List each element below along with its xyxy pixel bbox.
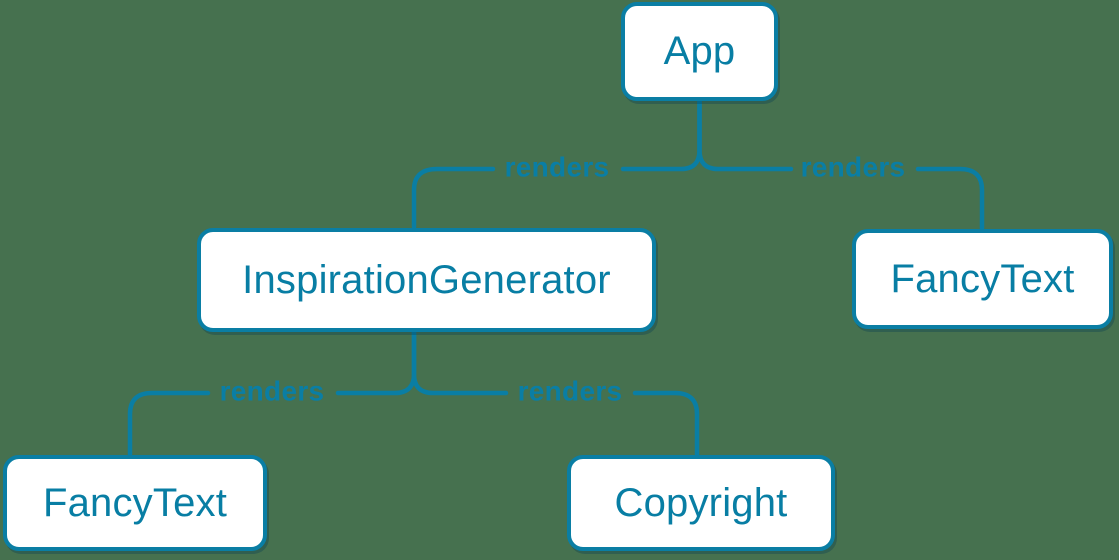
edge-label-renders-app-fancytext: renders (800, 151, 906, 183)
edge-segment (632, 390, 700, 457)
edge-segment (620, 98, 702, 172)
edge-segment (411, 166, 496, 230)
edge-segment (915, 166, 985, 231)
node-app-label: App (663, 29, 736, 73)
node-fancytext-top-right: FancyText (852, 229, 1113, 329)
node-copyright-label: Copyright (614, 480, 788, 525)
edge-segment (127, 390, 211, 457)
node-app: App (621, 2, 778, 101)
node-inspiration-generator: InspirationGenerator (197, 228, 656, 332)
edge-segment (697, 98, 794, 172)
edge-label-renders-inspirationgenerator-copyright: renders (517, 375, 623, 407)
edge-segment (335, 327, 417, 396)
edge-label-renders-app-inspirationgenerator: renders (504, 151, 610, 183)
node-copyright: Copyright (567, 455, 835, 551)
node-fancytext-bottom-left-label: FancyText (42, 480, 228, 525)
node-fancytext-top-right-label: FancyText (890, 256, 1075, 301)
node-fancytext-bottom-left: FancyText (3, 455, 267, 551)
node-inspiration-generator-label: InspirationGenerator (242, 257, 611, 302)
edge-segment (411, 327, 509, 396)
edge-label-renders-inspirationgenerator-fancytext: renders (219, 375, 325, 407)
